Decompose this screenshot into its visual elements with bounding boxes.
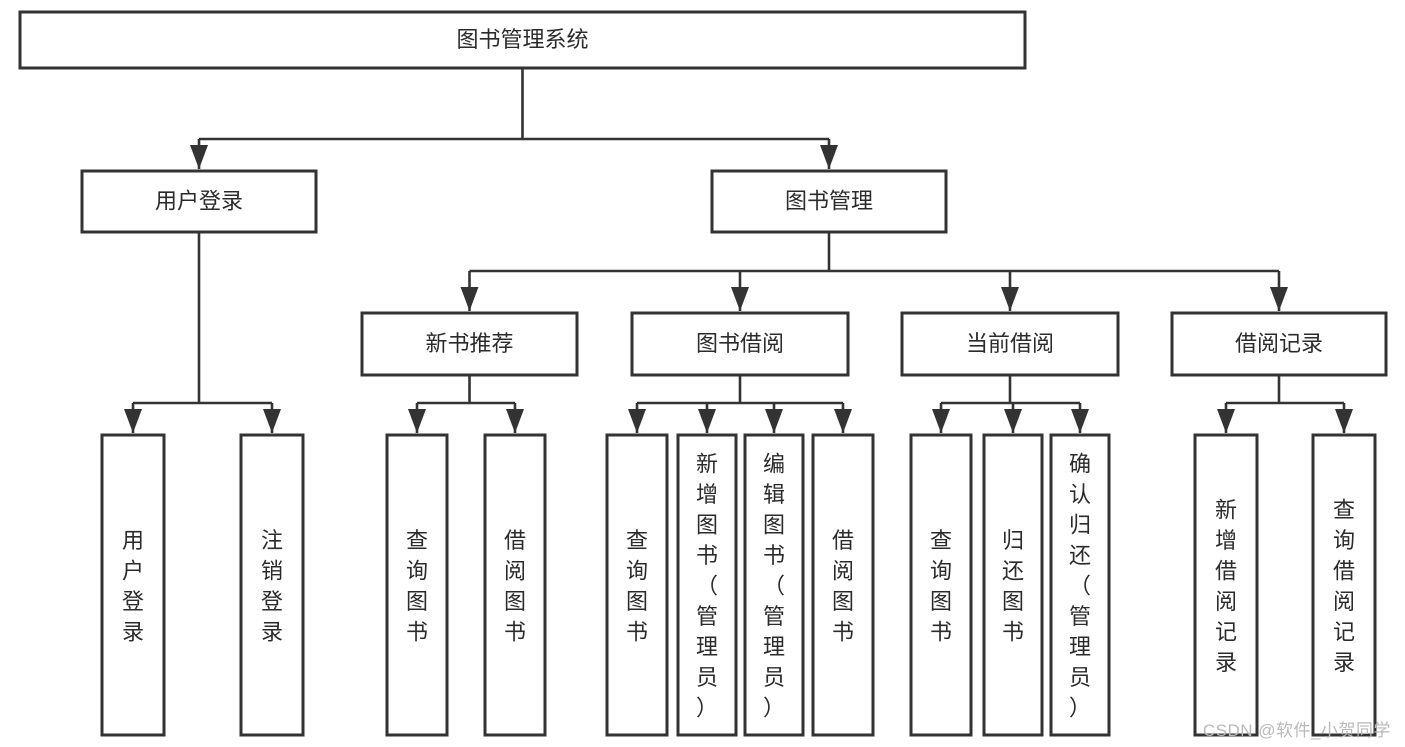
arrow-into-borrow-records bbox=[1270, 287, 1288, 311]
node-box-leaf-return-book[interactable] bbox=[982, 433, 1044, 737]
arrow-into-leaf-query-book-rec bbox=[408, 409, 426, 433]
node-label-leaf-add-book: 新增图书（管理员） bbox=[696, 452, 718, 721]
arrow-into-book-manage bbox=[820, 145, 838, 169]
node-leaf-add-book[interactable]: 新增图书（管理员） bbox=[676, 433, 738, 737]
node-book-borrow[interactable]: 图书借阅 bbox=[630, 311, 850, 377]
arrow-into-new-book-recommend bbox=[460, 287, 479, 311]
node-new-book-recommend[interactable]: 新书推荐 bbox=[360, 311, 579, 377]
arrow-into-leaf-borrow-book bbox=[834, 409, 852, 433]
node-box-leaf-edit-book[interactable] bbox=[743, 433, 805, 737]
node-root[interactable]: 图书管理系统 bbox=[18, 10, 1027, 70]
node-leaf-edit-book[interactable]: 编辑图书（管理员） bbox=[743, 433, 805, 737]
arrow-into-leaf-query-book-borrow bbox=[628, 409, 646, 433]
node-leaf-borrow-book-rec[interactable]: 借阅图书 bbox=[483, 433, 547, 737]
node-leaf-add-record[interactable]: 新增借阅记录 bbox=[1193, 433, 1259, 737]
node-user-login[interactable]: 用户登录 bbox=[80, 169, 318, 234]
node-box-leaf-borrow-book-rec[interactable] bbox=[483, 433, 547, 737]
node-label-leaf-query-book-rec: 查询图书 bbox=[406, 528, 428, 645]
node-box-leaf-user-login[interactable] bbox=[100, 433, 166, 737]
node-box-leaf-add-record[interactable] bbox=[1193, 433, 1259, 737]
node-label-book-manage: 图书管理 bbox=[785, 188, 873, 213]
node-leaf-confirm-return[interactable]: 确认归还（管理员） bbox=[1049, 433, 1111, 737]
arrow-into-leaf-query-book-current bbox=[932, 409, 950, 433]
node-label-leaf-borrow-book-rec: 借阅图书 bbox=[504, 528, 526, 645]
node-leaf-query-record[interactable]: 查询借阅记录 bbox=[1311, 433, 1377, 737]
node-box-root[interactable] bbox=[18, 10, 1027, 70]
node-box-leaf-query-book-rec[interactable] bbox=[385, 433, 449, 737]
node-box-new-book-recommend[interactable] bbox=[360, 311, 579, 377]
node-label-leaf-query-book-borrow: 查询图书 bbox=[626, 528, 648, 645]
arrow-into-user-login bbox=[190, 145, 208, 169]
arrow-into-leaf-user-logout bbox=[263, 409, 281, 433]
node-label-leaf-user-logout: 注销登录 bbox=[261, 528, 283, 645]
arrow-into-current-borrow bbox=[1001, 287, 1019, 311]
node-label-root: 图书管理系统 bbox=[456, 27, 588, 52]
node-label-current-borrow: 当前借阅 bbox=[966, 331, 1054, 356]
node-label-new-book-recommend: 新书推荐 bbox=[425, 331, 513, 356]
node-label-leaf-user-login: 用户登录 bbox=[122, 528, 144, 645]
node-book-manage[interactable]: 图书管理 bbox=[710, 169, 948, 234]
node-label-leaf-borrow-book: 借阅图书 bbox=[832, 528, 854, 645]
node-box-user-login[interactable] bbox=[80, 169, 318, 234]
node-box-leaf-add-book[interactable] bbox=[676, 433, 738, 737]
node-label-leaf-query-record: 查询借阅记录 bbox=[1333, 497, 1355, 675]
node-leaf-query-book-rec[interactable]: 查询图书 bbox=[385, 433, 449, 737]
arrow-into-leaf-edit-book bbox=[765, 409, 783, 433]
nodes-layer: 图书管理系统用户登录图书管理新书推荐图书借阅当前借阅借阅记录用户登录注销登录查询… bbox=[18, 10, 1388, 737]
node-label-leaf-query-book-current: 查询图书 bbox=[930, 528, 952, 645]
node-label-leaf-confirm-return: 确认归还（管理员） bbox=[1069, 452, 1091, 721]
node-label-book-borrow: 图书借阅 bbox=[696, 331, 784, 356]
node-box-leaf-query-record[interactable] bbox=[1311, 433, 1377, 737]
node-leaf-return-book[interactable]: 归还图书 bbox=[982, 433, 1044, 737]
node-box-leaf-borrow-book[interactable] bbox=[811, 433, 875, 737]
node-label-leaf-edit-book: 编辑图书（管理员） bbox=[763, 452, 785, 721]
node-box-book-manage[interactable] bbox=[710, 169, 948, 234]
arrow-into-leaf-user-login bbox=[124, 409, 142, 433]
arrow-into-leaf-query-record bbox=[1335, 409, 1353, 433]
node-leaf-user-login[interactable]: 用户登录 bbox=[100, 433, 166, 737]
node-label-leaf-return-book: 归还图书 bbox=[1002, 528, 1024, 645]
csdn-watermark: CSDN @软件_小贺同学 bbox=[1202, 721, 1391, 740]
node-leaf-borrow-book[interactable]: 借阅图书 bbox=[811, 433, 875, 737]
node-box-leaf-query-book-current[interactable] bbox=[909, 433, 973, 737]
edges-layer bbox=[124, 68, 1353, 433]
node-leaf-user-logout[interactable]: 注销登录 bbox=[239, 433, 305, 737]
arrow-into-leaf-borrow-book-rec bbox=[506, 409, 524, 433]
node-label-borrow-records: 借阅记录 bbox=[1235, 331, 1323, 356]
arrow-into-leaf-return-book bbox=[1004, 409, 1022, 433]
arrow-into-leaf-add-book bbox=[698, 409, 716, 433]
node-box-leaf-confirm-return[interactable] bbox=[1049, 433, 1111, 737]
node-borrow-records[interactable]: 借阅记录 bbox=[1170, 311, 1388, 377]
node-box-current-borrow[interactable] bbox=[900, 311, 1120, 377]
node-box-leaf-query-book-borrow[interactable] bbox=[605, 433, 669, 737]
node-label-leaf-add-record: 新增借阅记录 bbox=[1215, 497, 1237, 675]
node-label-user-login: 用户登录 bbox=[155, 188, 243, 213]
node-box-book-borrow[interactable] bbox=[630, 311, 850, 377]
node-box-borrow-records[interactable] bbox=[1170, 311, 1388, 377]
node-leaf-query-book-current[interactable]: 查询图书 bbox=[909, 433, 973, 737]
node-box-leaf-user-logout[interactable] bbox=[239, 433, 305, 737]
arrow-into-leaf-add-record bbox=[1217, 409, 1235, 433]
arrow-into-book-borrow bbox=[731, 287, 749, 311]
arrow-into-leaf-confirm-return bbox=[1071, 409, 1089, 433]
node-leaf-query-book-borrow[interactable]: 查询图书 bbox=[605, 433, 669, 737]
node-current-borrow[interactable]: 当前借阅 bbox=[900, 311, 1120, 377]
